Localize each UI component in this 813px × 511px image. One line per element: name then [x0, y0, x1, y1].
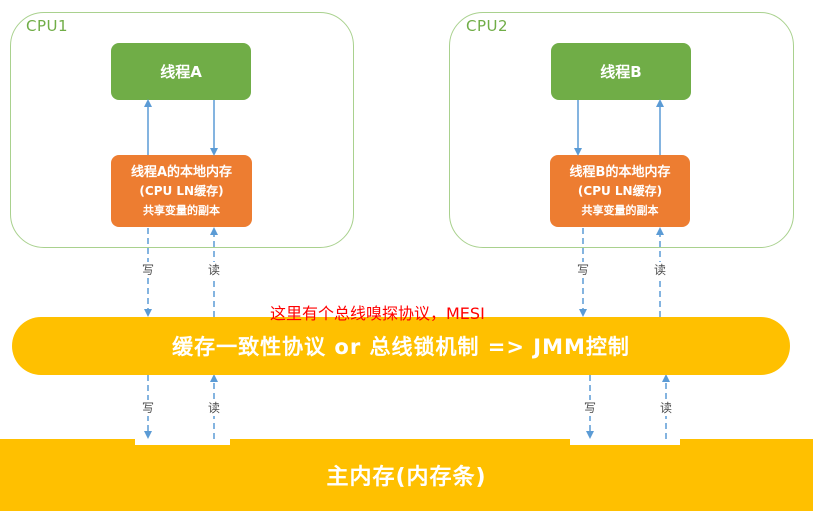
- read-label: 读: [654, 262, 667, 278]
- cpu1-label: CPU1: [26, 17, 69, 35]
- write-label: 写: [577, 262, 590, 278]
- main-memory-notch: [570, 439, 680, 445]
- main-memory-bar: 主内存(内存条): [0, 439, 813, 511]
- write-label: 写: [142, 400, 155, 416]
- bus-label: 缓存一致性协议 or 总线锁机制 => JMM控制: [172, 335, 630, 359]
- cpu2-label: CPU2: [466, 17, 509, 35]
- read-label: 读: [208, 262, 221, 278]
- main-memory-notch: [135, 439, 230, 445]
- write-label: 写: [142, 262, 155, 278]
- thread-b-box: 线程B: [551, 43, 691, 100]
- local-memory-desc: 共享变量的副本: [581, 203, 659, 217]
- thread-a-box: 线程A: [111, 43, 251, 100]
- mesi-note: 这里有个总线嗅探协议，MESI: [270, 304, 485, 323]
- cache-coherence-bus: 缓存一致性协议 or 总线锁机制 => JMM控制: [12, 317, 790, 375]
- read-label: 读: [660, 400, 673, 416]
- read-label: 读: [208, 400, 221, 416]
- thread-a-local-memory: 线程A的本地内存 (CPU LN缓存) 共享变量的副本: [111, 155, 252, 227]
- thread-b-local-memory: 线程B的本地内存 (CPU LN缓存) 共享变量的副本: [550, 155, 690, 227]
- local-memory-title: 线程A的本地内存: [130, 164, 233, 180]
- local-memory-subtitle: (CPU LN缓存): [577, 183, 663, 198]
- thread-b-label: 线程B: [600, 63, 642, 81]
- write-label: 写: [584, 400, 597, 416]
- local-memory-title: 线程B的本地内存: [569, 164, 671, 180]
- local-memory-subtitle: (CPU LN缓存): [139, 183, 224, 198]
- local-memory-desc: 共享变量的副本: [143, 203, 220, 217]
- main-memory-label: 主内存(内存条): [326, 465, 487, 490]
- thread-a-label: 线程A: [160, 63, 202, 81]
